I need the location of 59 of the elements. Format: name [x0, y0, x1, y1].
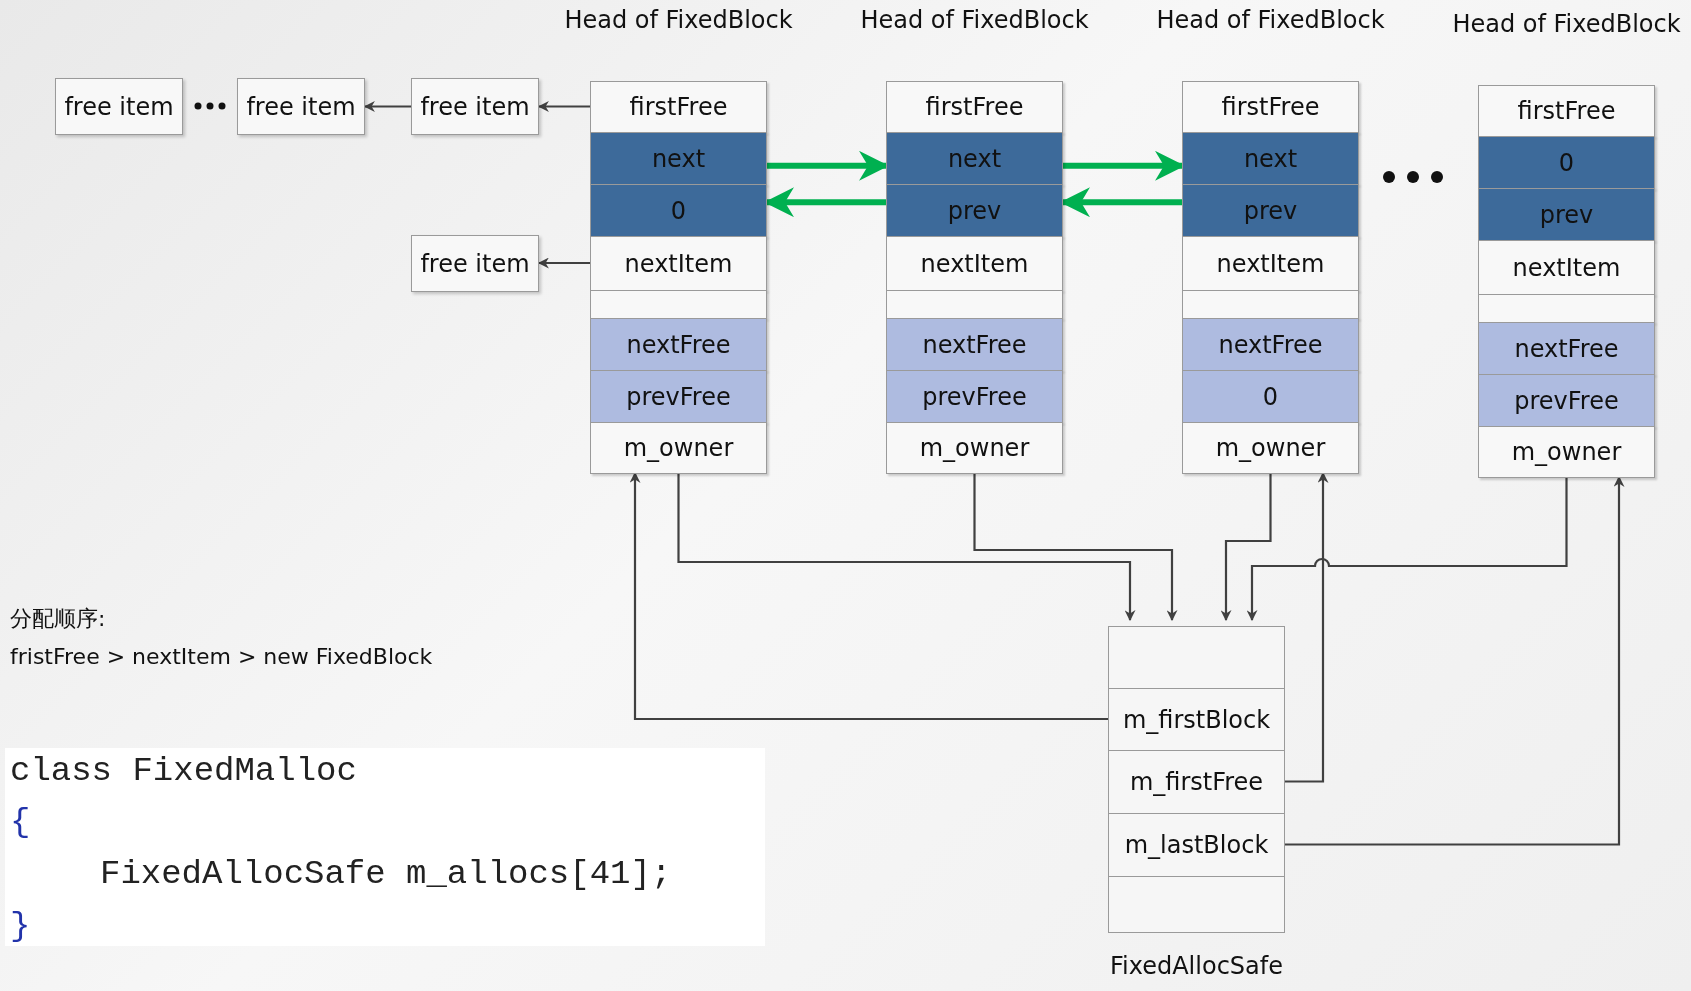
memory-field: 0 [590, 184, 767, 237]
memory-field: m_owner [886, 422, 1063, 474]
arrow [537, 101, 590, 112]
memory-field: next [886, 132, 1063, 185]
memory-field: firstFree [886, 81, 1063, 133]
memory-field: next [1182, 132, 1359, 185]
memory-field: prev [886, 184, 1063, 237]
arrow [537, 257, 590, 269]
heading-text: 分配顺序: [10, 605, 106, 633]
memory-field: firstFree [590, 81, 767, 133]
memory-field: m_lastBlock [1108, 813, 1285, 877]
code-line: class FixedMalloc [10, 752, 357, 790]
memory-field: 0 [1182, 370, 1359, 423]
free-item-box: free item [411, 78, 539, 135]
arrow [973, 473, 1178, 622]
memory-field: prevFree [1478, 374, 1655, 427]
free-item-box: free item [411, 235, 539, 292]
arrow [1220, 473, 1272, 622]
block-title: Head of FixedBlock [859, 6, 1090, 34]
memory-field: firstFree [1182, 81, 1359, 133]
empty-field [1108, 876, 1285, 933]
free-item-box: free item [237, 78, 365, 135]
empty-field [1478, 294, 1655, 323]
struct-title: FixedAllocSafe [1109, 952, 1284, 980]
memory-field: nextItem [1478, 240, 1655, 295]
memory-field: m_firstBlock [1108, 688, 1285, 751]
memory-field: nextFree [1478, 322, 1655, 375]
code-line: } [10, 907, 31, 945]
memory-field: prevFree [886, 370, 1063, 423]
memory-field: firstFree [1478, 85, 1655, 137]
block-title: Head of FixedBlock [1155, 6, 1386, 34]
memory-field: m_firstFree [1108, 750, 1285, 814]
memory-field: nextFree [590, 318, 767, 371]
free-item-box: free item [55, 78, 183, 135]
memory-field: 0 [1478, 136, 1655, 189]
memory-field: prev [1478, 188, 1655, 241]
block-title: Head of FixedBlock [563, 6, 794, 34]
arrow [1246, 477, 1568, 622]
memory-field: m_owner [1182, 422, 1359, 474]
memory-field: prevFree [590, 370, 767, 423]
note-text: fristFree > nextItem > new FixedBlock [10, 644, 433, 669]
arrow [677, 473, 1136, 622]
code-line: FixedAllocSafe m_allocs[41]; [100, 855, 672, 893]
memory-field: m_owner [590, 422, 767, 474]
memory-field: nextItem [1182, 236, 1359, 291]
memory-field: prev [1182, 184, 1359, 237]
code-line: { [10, 803, 31, 841]
empty-field [1182, 290, 1359, 319]
empty-field [1108, 626, 1285, 689]
empty-field [590, 290, 767, 319]
memory-field: nextItem [886, 236, 1063, 291]
memory-field: nextFree [1182, 318, 1359, 371]
memory-field: m_owner [1478, 426, 1655, 478]
empty-field [886, 290, 1063, 319]
memory-field: nextFree [886, 318, 1063, 371]
arrow [363, 101, 411, 112]
block-title: Head of FixedBlock [1451, 10, 1682, 38]
memory-field: nextItem [590, 236, 767, 291]
memory-field: next [590, 132, 767, 185]
